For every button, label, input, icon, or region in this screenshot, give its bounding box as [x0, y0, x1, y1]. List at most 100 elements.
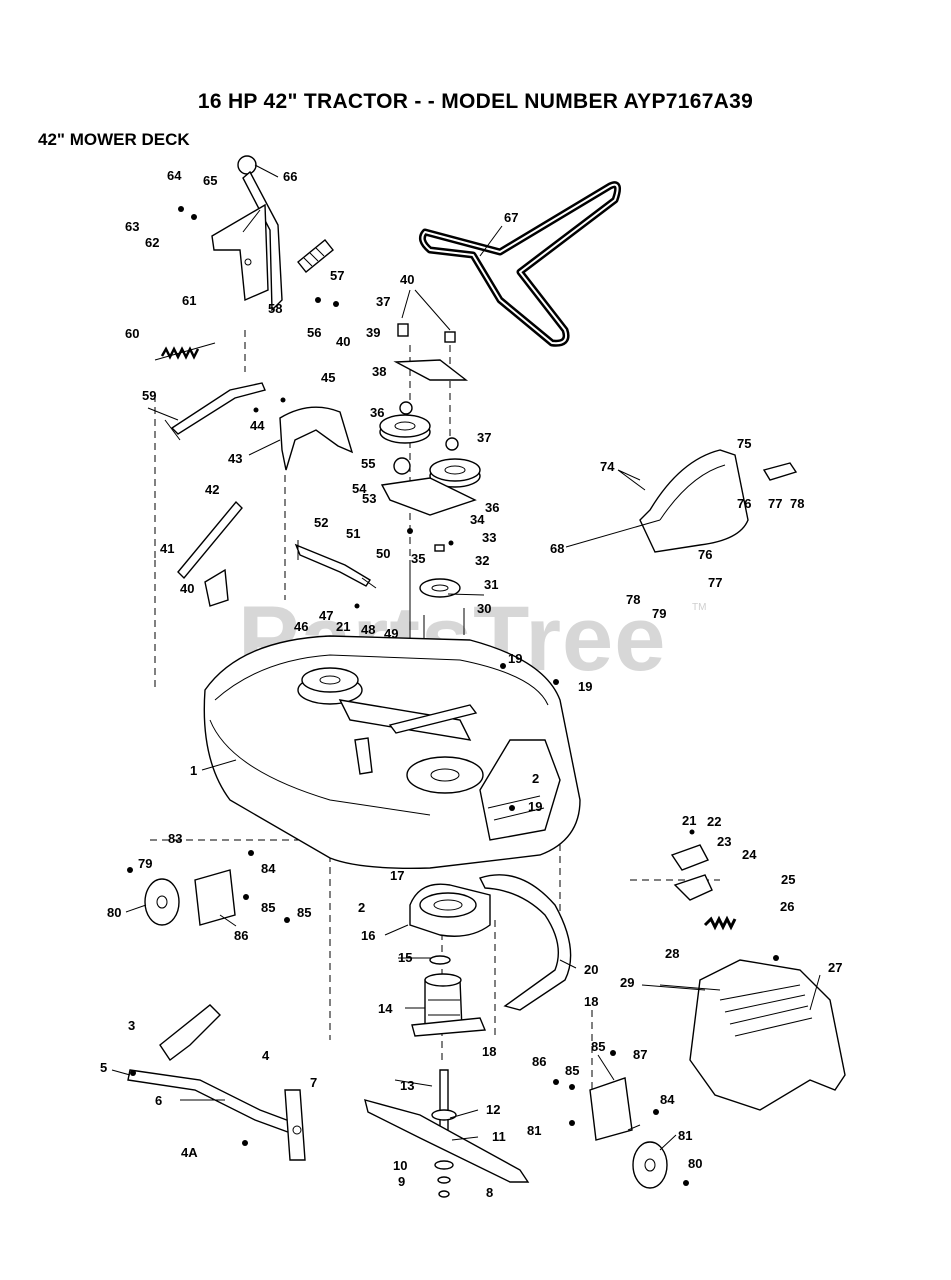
lever-bracket — [211, 203, 269, 302]
spindle-housing — [409, 883, 491, 937]
callout-label: 25 — [781, 872, 795, 887]
callout-label: 46 — [294, 619, 308, 634]
rear-cover — [689, 959, 846, 1111]
callout-label: 56 — [307, 325, 321, 340]
callout-label: 50 — [376, 546, 390, 561]
drive-belt — [418, 181, 622, 347]
callout-label: 6 — [155, 1093, 162, 1108]
callout-label: 84 — [261, 861, 276, 876]
callout-label: 61 — [182, 293, 196, 308]
callout-label: 5 — [100, 1060, 107, 1075]
callout-label: 40 — [400, 272, 414, 287]
callout-label: 19 — [508, 651, 522, 666]
callout-label: 37 — [477, 430, 491, 445]
lift-lever — [237, 155, 283, 312]
section-title: 42" MOWER DECK — [38, 130, 190, 149]
callout-label: 74 — [600, 459, 615, 474]
callout-label: 86 — [234, 928, 248, 943]
callout-label: 62 — [145, 235, 159, 250]
lift-rod — [164, 382, 266, 441]
callout-label: 41 — [160, 541, 174, 556]
callout-label: 23 — [717, 834, 731, 849]
callout-label: 35 — [411, 551, 425, 566]
callout-label: 85 — [565, 1063, 579, 1078]
callout-label: 86 — [532, 1054, 546, 1069]
hardware-dots — [127, 206, 779, 1186]
callout-label: 38 — [372, 364, 386, 379]
callout-label: 7 — [310, 1075, 317, 1090]
callout-label: 83 — [168, 831, 182, 846]
callout-label: 79 — [652, 606, 666, 621]
front-hanger — [127, 1004, 306, 1161]
callout-label: 75 — [737, 436, 751, 451]
callout-label: 57 — [330, 268, 344, 283]
callout-label: 29 — [620, 975, 634, 990]
callout-label: 54 — [352, 481, 367, 496]
handle-grip — [297, 239, 334, 273]
callout-label: 68 — [550, 541, 564, 556]
callout-label: 27 — [828, 960, 842, 975]
callout-label: 77 — [708, 575, 722, 590]
callout-label: 36 — [370, 405, 384, 420]
callout-label: 20 — [584, 962, 598, 977]
callout-label: 19 — [578, 679, 592, 694]
callout-label: 37 — [376, 294, 390, 309]
deck-support — [479, 874, 572, 1011]
callout-label: 12 — [486, 1102, 500, 1117]
callout-label: 40 — [180, 581, 194, 596]
spindle — [411, 955, 487, 1037]
callout-label: 18 — [584, 994, 598, 1009]
callout-label: 43 — [228, 451, 242, 466]
callout-label: 31 — [484, 577, 498, 592]
pulley-cover — [279, 406, 354, 471]
callout-label: 44 — [250, 418, 265, 433]
blade-assembly — [364, 1069, 530, 1198]
callout-label: 33 — [482, 530, 496, 545]
callout-label: 76 — [698, 547, 712, 562]
callout-labels: 1 2 2 3 4 4A 5 6 7 8 9 10 11 12 13 14 15… — [100, 168, 842, 1200]
callout-label: 34 — [470, 512, 485, 527]
callout-label: 64 — [167, 168, 182, 183]
callout-label: 11 — [492, 1129, 506, 1144]
leader-lines — [111, 164, 821, 1151]
right-gauge-wheel — [589, 1077, 668, 1189]
callout-label: 85 — [297, 905, 311, 920]
callout-label: 16 — [361, 928, 375, 943]
idler-assembly — [379, 323, 481, 516]
left-gauge-wheel — [144, 869, 236, 926]
callout-label: 65 — [203, 173, 217, 188]
callout-label: 63 — [125, 219, 139, 234]
callout-label: 17 — [390, 868, 404, 883]
callout-label: 77 — [768, 496, 782, 511]
callout-label: 78 — [626, 592, 640, 607]
callout-label: 76 — [737, 496, 751, 511]
callout-label: 85 — [261, 900, 275, 915]
callout-label: 78 — [790, 496, 804, 511]
callout-label: 4A — [181, 1145, 198, 1160]
callout-label: 1 — [190, 763, 197, 778]
callout-label: 3 — [128, 1018, 135, 1033]
callout-label: 32 — [475, 553, 489, 568]
callout-label: 9 — [398, 1174, 405, 1189]
callout-label: 48 — [361, 622, 375, 637]
callout-label: 18 — [482, 1044, 496, 1059]
lift-spring — [154, 342, 216, 361]
callout-label: 21 — [336, 619, 350, 634]
callout-label: 4 — [262, 1048, 270, 1063]
callout-label: 21 — [682, 813, 696, 828]
callout-label: 49 — [384, 626, 398, 641]
rear-spring — [659, 844, 737, 991]
callout-label: 15 — [398, 950, 412, 965]
callout-label: 2 — [532, 771, 539, 786]
callout-label: 47 — [319, 608, 333, 623]
callout-label: 45 — [321, 370, 335, 385]
callout-label: 81 — [527, 1123, 541, 1138]
deck-links — [177, 500, 243, 607]
callout-label: 59 — [142, 388, 156, 403]
callout-label: 52 — [314, 515, 328, 530]
callout-label: 51 — [346, 526, 360, 541]
callout-label: 8 — [486, 1185, 493, 1200]
callout-label: 10 — [393, 1158, 407, 1173]
callout-label: 39 — [366, 325, 380, 340]
